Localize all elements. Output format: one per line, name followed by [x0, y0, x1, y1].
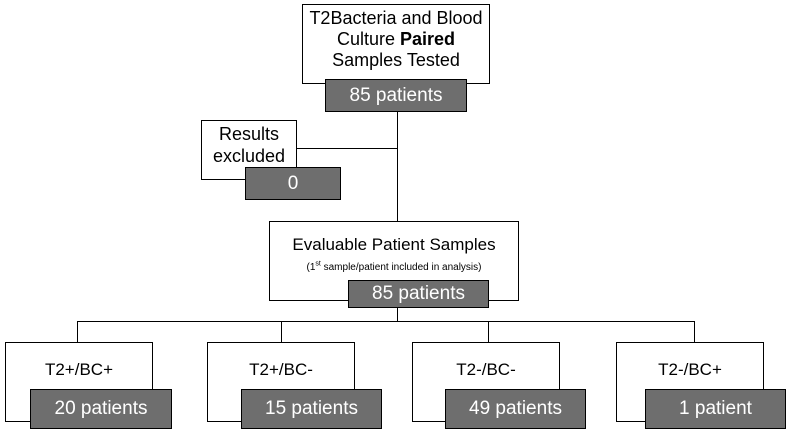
samples-tested-title: T2Bacteria and Blood Culture Paired Samp… [303, 8, 489, 71]
connector-branch-horizontal [77, 321, 695, 322]
samples-tested-count: 85 patients [325, 79, 467, 112]
excluded-line-2: excluded [212, 146, 286, 166]
samples-tested-box: T2Bacteria and Blood Culture Paired Samp… [302, 4, 490, 84]
outcome-count-t2pos-bcneg: 15 patients [241, 389, 382, 429]
samples-tested-line-2-text: Culture [336, 29, 400, 49]
excluded-line-1: Results [218, 124, 280, 144]
outcome-label-t2pos-bcneg: T2+/BC- [249, 360, 313, 379]
evaluable-note-text: sample/patient included in analysis) [320, 262, 482, 273]
outcome-count-t2neg-bcneg: 49 patients [445, 389, 586, 429]
connector-branch-3 [488, 321, 489, 342]
connector-branch-2 [281, 321, 282, 342]
samples-tested-line-3: Samples Tested [332, 50, 460, 70]
connector-branch-1 [77, 321, 78, 342]
outcome-count-t2pos-bcpos: 20 patients [30, 389, 172, 429]
samples-tested-line-2: Culture Paired [303, 29, 489, 50]
evaluable-note-open: (1 [306, 262, 316, 273]
evaluable-count: 85 patients [348, 280, 489, 308]
excluded-title: Results excluded [202, 123, 296, 167]
excluded-count: 0 [245, 167, 341, 200]
connector-branch-4 [694, 321, 695, 342]
connector-top-vertical [397, 104, 398, 221]
outcome-label-t2pos-bcpos: T2+/BC+ [44, 360, 114, 379]
outcome-count-t2neg-bcpos: 1 patient [645, 389, 786, 429]
connector-excluded-horizontal [297, 148, 397, 149]
evaluable-title: Evaluable Patient Samples [292, 235, 496, 254]
outcome-label-t2neg-bcpos: T2-/BC+ [658, 360, 722, 379]
connector-evaluable-vertical [397, 304, 398, 322]
samples-tested-paired-emphasis: Paired [400, 29, 456, 49]
samples-tested-line-1: T2Bacteria and Blood [309, 8, 483, 28]
outcome-label-t2neg-bcneg: T2-/BC- [456, 360, 516, 379]
evaluable-note: (1st sample/patient included in analysis… [270, 260, 518, 273]
evaluable-note-superscript: st [315, 260, 321, 268]
